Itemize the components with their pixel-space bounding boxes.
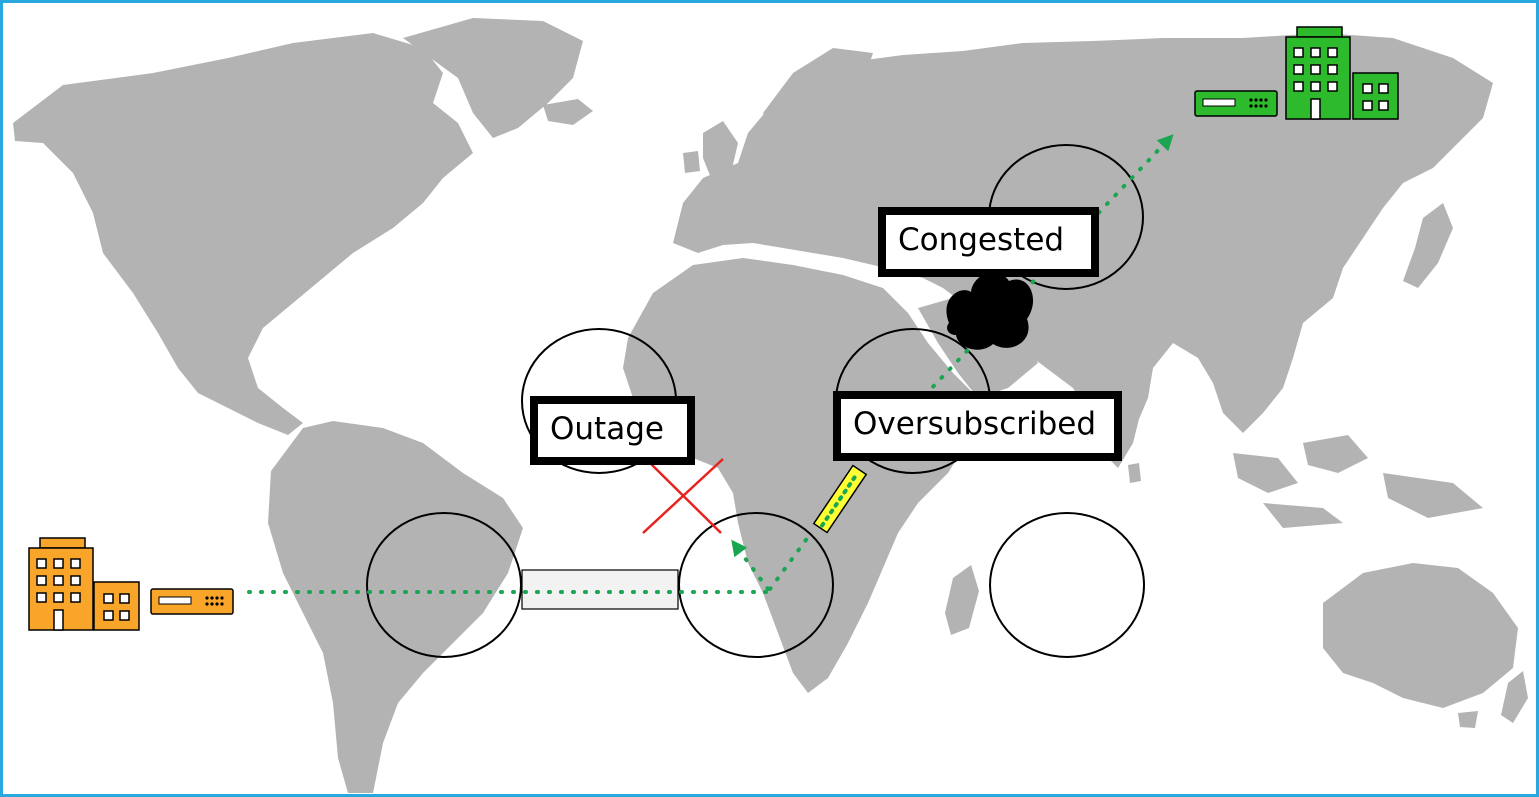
land-sri-lanka <box>1128 463 1141 483</box>
zone-southern-africa <box>678 512 834 658</box>
land-british-isles <box>683 121 738 178</box>
oversubscribed-label: Oversubscribed <box>833 391 1122 461</box>
source-network-router-icon <box>150 588 234 615</box>
destination-office-building-icon <box>1285 26 1399 120</box>
land-south-america <box>268 421 523 793</box>
outage-cross-icon <box>642 458 724 534</box>
land-japan <box>1403 203 1453 288</box>
zone-indian-ocean <box>989 512 1145 658</box>
land-tasmania <box>1458 711 1478 728</box>
land-madagascar <box>945 565 979 635</box>
land-arctic-islands <box>303 43 408 103</box>
land-southeast-asia <box>1233 435 1483 528</box>
outage-label: Outage <box>530 396 695 465</box>
land-north-america <box>13 33 473 435</box>
land-africa <box>623 258 978 693</box>
zone-south-america <box>366 512 522 658</box>
land-australia <box>1323 563 1518 708</box>
world-map <box>13 18 1528 793</box>
land-new-zealand <box>1501 671 1528 723</box>
world-map-canvas <box>13 18 1528 793</box>
source-site <box>28 537 234 631</box>
oversubscribed-link <box>812 464 868 534</box>
destination-site <box>1194 26 1399 120</box>
cloud-icon <box>946 272 1034 350</box>
land-iceland <box>543 99 593 125</box>
congested-label: Congested <box>878 207 1099 277</box>
atlantic-link <box>521 569 679 610</box>
land-scandinavia <box>763 48 873 163</box>
land-greenland <box>403 18 583 138</box>
source-office-building-icon <box>28 537 140 631</box>
destination-network-router-icon <box>1194 90 1278 117</box>
